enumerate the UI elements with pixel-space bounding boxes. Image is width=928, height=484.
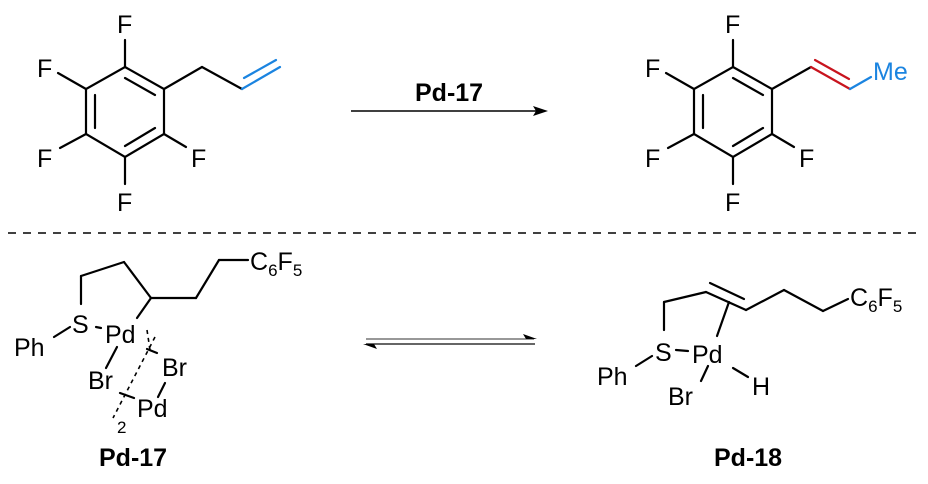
bond xyxy=(79,260,126,278)
bond xyxy=(782,288,825,313)
arrow-head xyxy=(533,106,548,116)
methyl-bond xyxy=(848,75,873,91)
pd-br-bond xyxy=(104,345,119,370)
s-pd-bond xyxy=(94,325,103,330)
bond xyxy=(744,288,786,312)
sulfur-label: S xyxy=(72,311,89,339)
fluorine-atom: F xyxy=(799,145,814,173)
ring-double-bond xyxy=(123,76,157,97)
dimer-subscript: 2 xyxy=(117,418,126,437)
ring-double-bond xyxy=(731,76,765,97)
complex-pd-17: Ph S Pd Br Br Pd 2 C6F5 Pd-17 xyxy=(14,248,302,472)
pentafluorophenyl-label: C6F5 xyxy=(850,284,902,316)
ring-double-bond xyxy=(123,126,157,148)
terminal-alkene-bond xyxy=(240,65,282,91)
pd-c-bond xyxy=(135,296,153,320)
vinyl-bond xyxy=(770,65,813,91)
bracket-tick xyxy=(118,391,136,400)
alkene-bond xyxy=(708,281,746,301)
methyl-label: Me xyxy=(873,58,908,86)
reactant-allyl-pentafluorobenzene: F F F F F xyxy=(37,11,282,217)
alkene-bond xyxy=(704,290,748,312)
fluorine-atom: F xyxy=(37,55,52,83)
bromine-label: Br xyxy=(162,354,187,382)
c-f-bond xyxy=(162,132,188,149)
complex-name-label: Pd-17 xyxy=(99,444,167,472)
bond xyxy=(662,290,708,304)
c-f-bond xyxy=(666,132,696,150)
pd-alkene-bond xyxy=(715,300,731,338)
phenyl-label: Ph xyxy=(14,334,45,362)
s-pd-bond xyxy=(674,348,690,353)
c-f-bond xyxy=(770,132,796,149)
fluorine-atom: F xyxy=(117,11,132,39)
phenyl-label: Ph xyxy=(597,363,628,391)
ph-s-bond xyxy=(634,354,654,368)
fluorine-atom: F xyxy=(117,189,132,217)
fluorine-atom: F xyxy=(37,145,52,173)
palladium-label: Pd xyxy=(692,341,723,369)
bond xyxy=(821,297,850,313)
fluorine-atom: F xyxy=(191,145,206,173)
bond xyxy=(122,260,153,300)
pd-br-bond xyxy=(699,364,710,383)
fluorine-atom: F xyxy=(645,55,660,83)
reverse-arrow-head xyxy=(363,344,377,349)
reaction-arrow: Pd-17 xyxy=(351,79,548,116)
terminal-alkene-bond xyxy=(242,58,278,80)
pentafluorophenyl-label: C6F5 xyxy=(250,248,302,280)
fluorine-atom: F xyxy=(725,11,740,39)
c-f-bond xyxy=(664,71,696,91)
allyl-bond xyxy=(200,65,244,91)
benzene-ring xyxy=(84,65,166,159)
benzene-ring xyxy=(692,65,774,159)
c-f-bond xyxy=(56,71,88,91)
internal-alkene-bond xyxy=(809,65,852,91)
internal-alkene-bond xyxy=(813,58,851,81)
fluorine-atom: F xyxy=(645,145,660,173)
product-propenyl-pentafluorobenzene: F F F F F Me xyxy=(645,11,908,217)
hydrogen-label: H xyxy=(752,373,770,401)
equilibrium-arrows xyxy=(363,334,537,349)
c-f-bond xyxy=(58,132,88,150)
fluorine-atom: F xyxy=(725,189,740,217)
catalyst-label: Pd-17 xyxy=(415,79,483,107)
palladium-label: Pd xyxy=(105,321,136,349)
br-pd-bond xyxy=(156,381,167,399)
ph-s-bond xyxy=(52,325,72,339)
allyl-bond xyxy=(162,65,204,91)
complex-name-label: Pd-18 xyxy=(714,444,782,472)
sulfur-label: S xyxy=(655,339,672,367)
bond xyxy=(194,258,221,300)
ring-double-bond xyxy=(731,126,765,148)
complex-pd-18: Ph S Pd Br H C6F5 Pd-18 xyxy=(597,281,902,472)
forward-arrow-head xyxy=(523,334,537,339)
bromine-label: Br xyxy=(668,383,693,411)
palladium-label: Pd xyxy=(137,395,168,423)
bromine-label: Br xyxy=(88,367,113,395)
bridge-dashed-bond xyxy=(146,329,151,351)
bracket-tick xyxy=(145,347,159,355)
pd-h-bond xyxy=(731,366,750,379)
